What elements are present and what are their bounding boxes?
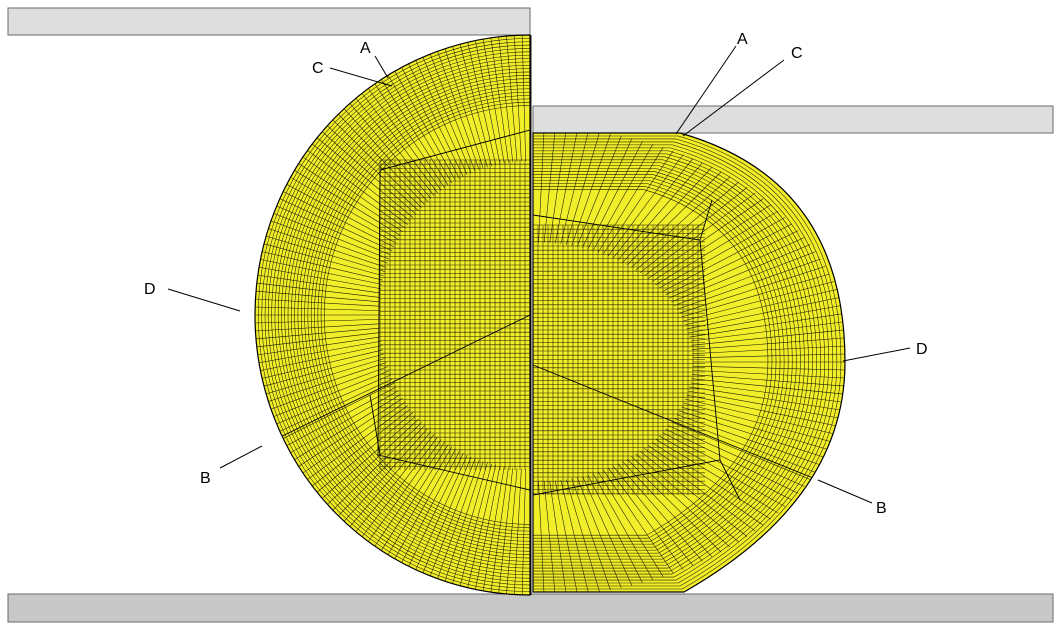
label-left-b: B	[200, 470, 211, 487]
callout-right-d: D	[842, 341, 928, 362]
label-left-a: A	[360, 40, 371, 57]
top-right-plate	[532, 105, 1054, 134]
bottom-plate	[7, 593, 1054, 623]
label-right-c: C	[791, 45, 803, 62]
callout-left-c: C	[312, 60, 393, 87]
callout-right-c: C	[682, 45, 803, 137]
left-mesh-half	[255, 35, 530, 595]
callout-left-a: A	[360, 40, 389, 79]
callout-left-b: B	[200, 445, 263, 487]
label-right-a: A	[737, 31, 748, 48]
callout-left-d: D	[144, 281, 241, 312]
top-left-plate	[7, 7, 531, 36]
label-left-c: C	[312, 60, 324, 77]
left-mesh-outline	[254, 34, 531, 596]
callout-right-a: A	[675, 31, 748, 135]
right-mesh-half	[533, 133, 845, 592]
right-mesh-outline	[532, 132, 846, 593]
callout-right-b: B	[817, 479, 887, 517]
label-right-d: D	[916, 341, 928, 358]
label-right-b: B	[876, 500, 887, 517]
label-left-d: D	[144, 281, 156, 298]
